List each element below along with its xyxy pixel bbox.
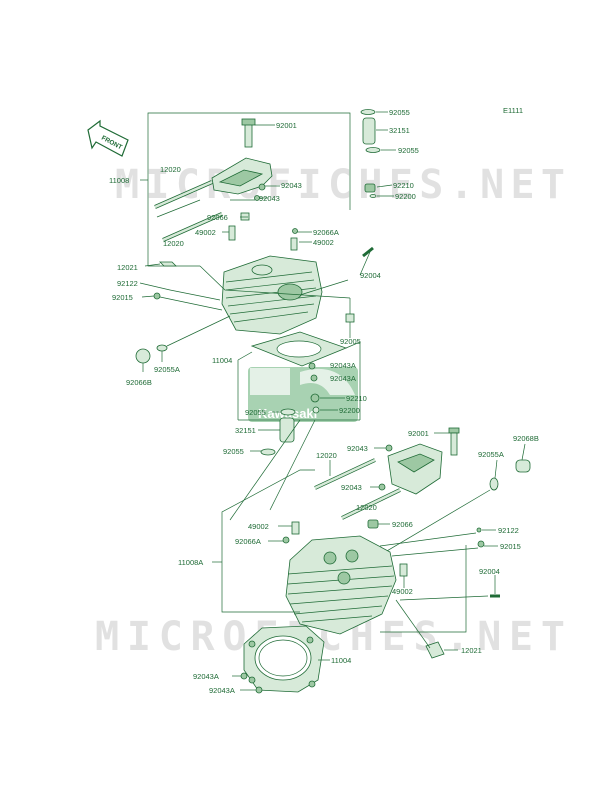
label-92043-c: 92043 [347, 444, 368, 453]
label-92055A-mid: 92055A [478, 450, 504, 459]
label-12020-a: 12020 [160, 165, 181, 174]
label-92066A-mid: 92066A [235, 537, 261, 546]
label-92055-c: 92055 [245, 408, 266, 417]
label-49002-d: 49002 [392, 587, 413, 596]
label-92015-mid: 92015 [500, 542, 521, 551]
label-92001-top: 92001 [276, 121, 297, 130]
label-49002-top: 49002 [195, 228, 216, 237]
label-92004-top: 92004 [360, 271, 381, 280]
bolt-92001-top [244, 122, 253, 148]
label-92015-top: 92015 [112, 293, 133, 302]
part-labels: 92001 92055 32151 92055 11008 12020 9204… [109, 108, 539, 695]
label-92066B-top: 92066B [126, 378, 152, 387]
label-92122-top: 92122 [117, 279, 138, 288]
label-12020-b: 12020 [163, 239, 184, 248]
bolt-head-92001-top [241, 118, 256, 126]
label-32151-mid: 32151 [235, 426, 256, 435]
label-92210-top: 92210 [393, 181, 414, 190]
label-49002-b: 49002 [313, 238, 334, 247]
label-92043-b: 92043 [259, 194, 280, 203]
label-92043A-c: 92043A [193, 672, 219, 681]
gasket-12021-bottom [425, 641, 445, 659]
diagram-code: E1111 [503, 106, 523, 115]
label-11004-bot: 11004 [331, 656, 351, 665]
label-11008A: 11008A [178, 558, 203, 567]
label-92210-mid: 92210 [346, 394, 367, 403]
label-92066A-top: 92066A [313, 228, 339, 237]
label-92068B: 92068B [513, 434, 539, 443]
plug-92068B [515, 459, 531, 473]
label-32151-top: 32151 [389, 126, 410, 135]
rear-cylinder-head-group [135, 109, 396, 421]
front-arrow-icon: FRONT [87, 119, 129, 157]
label-12021-bot: 12021 [461, 646, 482, 655]
label-92055-d: 92055 [223, 447, 244, 456]
label-92005: 92005 [340, 337, 361, 346]
label-49002-c: 49002 [248, 522, 269, 531]
label-92055-a: 92055 [389, 108, 410, 117]
label-92001-mid: 92001 [408, 429, 429, 438]
label-92004-mid: 92004 [479, 567, 500, 576]
label-92043-d: 92043 [341, 483, 362, 492]
label-11004-top: 11004 [212, 356, 232, 365]
label-92055A-top: 92055A [154, 365, 180, 374]
cylinder-head-top [221, 255, 323, 335]
label-12020-c: 12020 [316, 451, 337, 460]
label-92200-top: 92200 [395, 192, 416, 201]
label-92066-top: 92066 [207, 213, 228, 222]
label-92043A-b: 92043A [330, 374, 356, 383]
label-92055-b: 92055 [398, 146, 419, 155]
label-92122-mid: 92122 [498, 526, 519, 535]
breather-tube-32151-top [362, 117, 376, 145]
watermark-top: MICROFICHES.NET [115, 162, 565, 208]
label-92043-a: 92043 [281, 181, 302, 190]
label-92066-mid: 92066 [392, 520, 413, 529]
label-92043A-a: 92043A [330, 361, 356, 370]
label-11008: 11008 [109, 176, 129, 185]
label-12020-d: 12020 [356, 503, 377, 512]
front-cylinder-head-group [212, 393, 531, 694]
cylinder-head-mid [285, 535, 397, 635]
label-92043A-d: 92043A [209, 686, 235, 695]
plug-92066B-top [135, 348, 151, 364]
label-92200-mid: 92200 [339, 406, 360, 415]
label-12021-top: 12021 [117, 263, 138, 272]
